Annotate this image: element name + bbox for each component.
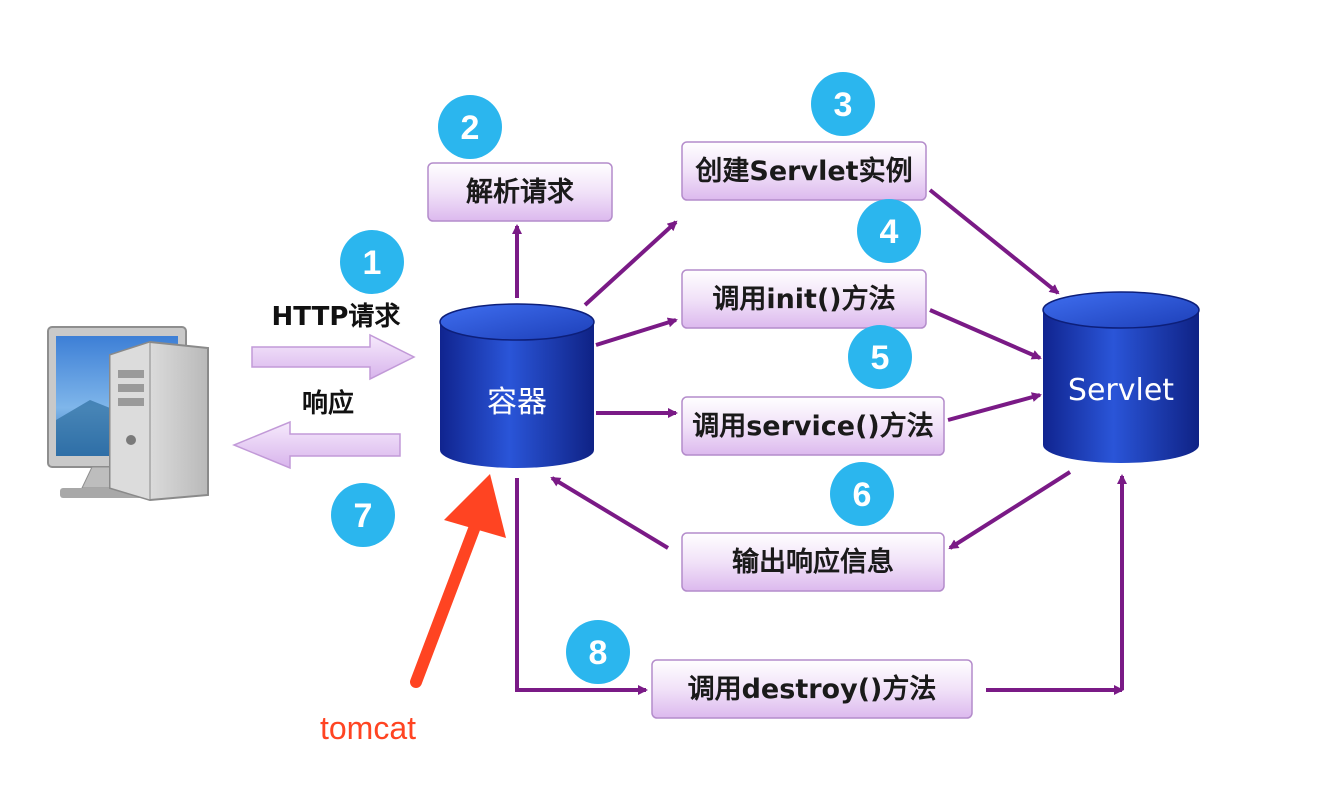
response-arrow	[232, 420, 401, 470]
box-create-instance: 创建Servlet实例	[681, 141, 927, 201]
arrow-container-to-create	[583, 220, 678, 307]
tomcat-annotation: tomcat	[320, 710, 416, 746]
step-badge-7: 7	[331, 483, 395, 547]
step-badge-2: 2	[438, 95, 502, 159]
arrow-service-to-servlet	[947, 392, 1042, 422]
svg-text:1: 1	[363, 244, 382, 282]
svg-text:创建Servlet实例: 创建Servlet实例	[694, 155, 912, 187]
step-badge-4: 4	[857, 199, 921, 263]
annotation-arrow	[410, 474, 506, 688]
http-request-label: HTTP请求	[272, 302, 401, 332]
response-label: 响应	[302, 388, 354, 419]
box-call-destroy: 调用destroy()方法	[651, 659, 973, 719]
svg-text:8: 8	[589, 634, 608, 672]
arrow-create-to-servlet	[928, 188, 1060, 295]
box-call-service: 调用service()方法	[681, 396, 945, 456]
step-badge-6: 6	[830, 462, 894, 526]
arrow-output-to-container	[550, 476, 670, 550]
box-parse-request: 解析请求	[427, 162, 613, 222]
arrow-container-to-init	[595, 317, 678, 347]
svg-text:调用destroy()方法: 调用destroy()方法	[688, 673, 937, 705]
box-call-init: 调用init()方法	[681, 269, 927, 329]
request-arrow	[251, 333, 416, 381]
servlet-label: Servlet	[1068, 373, 1174, 408]
arrow-container-to-destroy	[515, 478, 648, 695]
svg-text:5: 5	[871, 339, 890, 377]
box-output-response: 输出响应信息	[681, 532, 945, 592]
servlet-cylinder: Servlet	[1042, 291, 1200, 463]
arrow-init-to-servlet	[929, 308, 1042, 360]
computer-icon	[47, 326, 209, 502]
svg-text:调用service()方法: 调用service()方法	[692, 410, 934, 442]
step-badge-5: 5	[848, 325, 912, 389]
svg-text:输出响应信息: 输出响应信息	[732, 546, 894, 578]
svg-text:4: 4	[880, 213, 899, 251]
svg-text:调用init()方法: 调用init()方法	[712, 283, 895, 315]
container-label: 容器	[487, 385, 547, 420]
container-cylinder: 容器	[439, 303, 595, 468]
step-badge-8: 8	[566, 620, 630, 684]
svg-text:2: 2	[461, 109, 480, 147]
svg-text:6: 6	[853, 476, 872, 514]
arrow-servlet-to-output	[948, 470, 1072, 550]
svg-text:解析请求: 解析请求	[466, 177, 574, 208]
svg-text:3: 3	[834, 86, 853, 124]
svg-text:7: 7	[354, 497, 373, 535]
step-badge-3: 3	[811, 72, 875, 136]
step-badge-1: 1	[340, 230, 404, 294]
